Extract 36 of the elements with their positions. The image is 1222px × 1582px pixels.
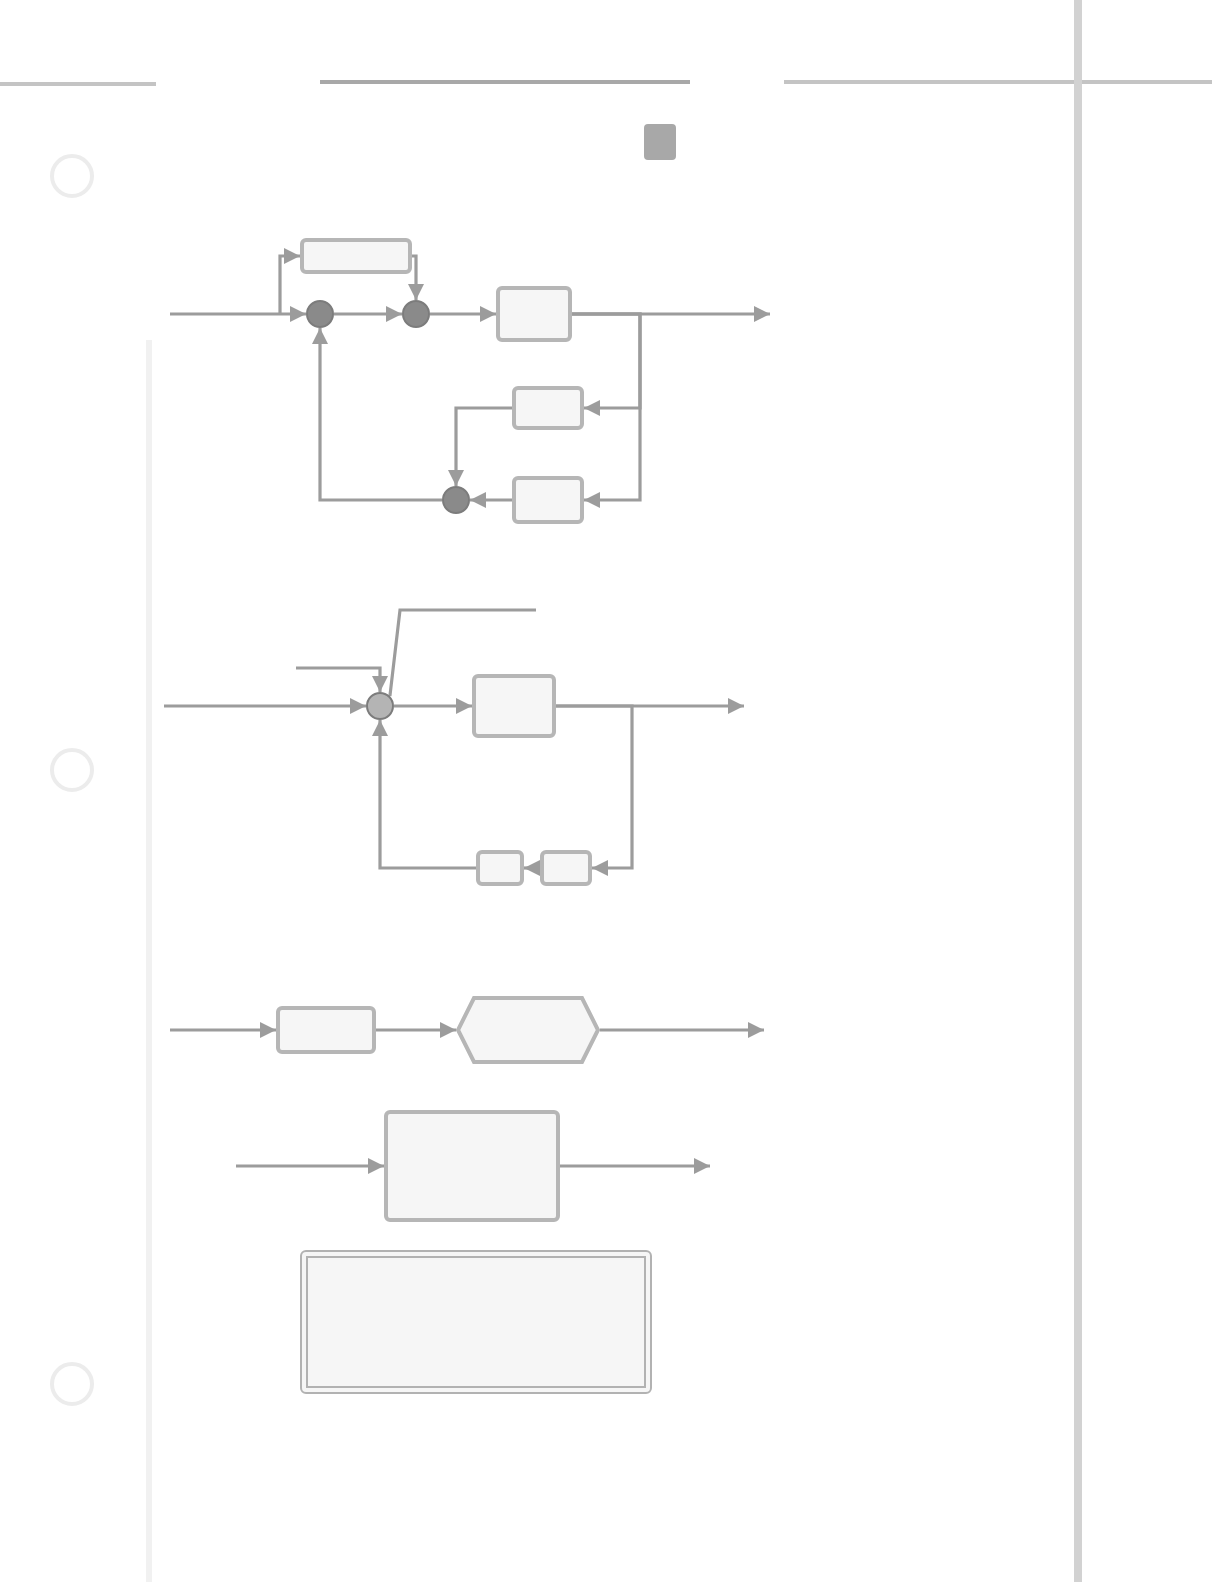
arrow — [376, 1022, 456, 1038]
arrow — [278, 248, 300, 314]
summing-junction — [442, 486, 470, 514]
arrow — [430, 306, 496, 322]
arrow — [372, 720, 476, 870]
leader-line — [388, 608, 536, 697]
block — [476, 850, 524, 886]
block — [496, 286, 572, 342]
arrow — [394, 698, 472, 714]
arrow — [170, 1022, 276, 1038]
arrow — [560, 1158, 710, 1174]
block — [276, 1006, 376, 1054]
arrow — [448, 406, 512, 486]
arrow — [170, 306, 306, 322]
arrow — [312, 328, 442, 502]
arrow — [296, 666, 388, 692]
summing-junction — [366, 692, 394, 720]
summing-junction — [402, 300, 430, 328]
block — [472, 674, 556, 738]
block — [300, 238, 412, 274]
arrow — [408, 254, 424, 300]
arrow — [572, 312, 642, 508]
block — [512, 476, 584, 524]
summing-junction — [306, 300, 334, 328]
arrow — [470, 492, 512, 508]
arrow — [164, 698, 366, 714]
block — [384, 1110, 560, 1222]
hexagon-block — [456, 996, 600, 1064]
block — [512, 386, 584, 430]
arrow — [334, 306, 402, 322]
arrow — [600, 1022, 764, 1038]
arrow — [236, 1158, 384, 1174]
double-frame — [300, 1250, 652, 1394]
block — [540, 850, 592, 886]
arrow — [524, 860, 540, 876]
arrow — [556, 704, 634, 876]
